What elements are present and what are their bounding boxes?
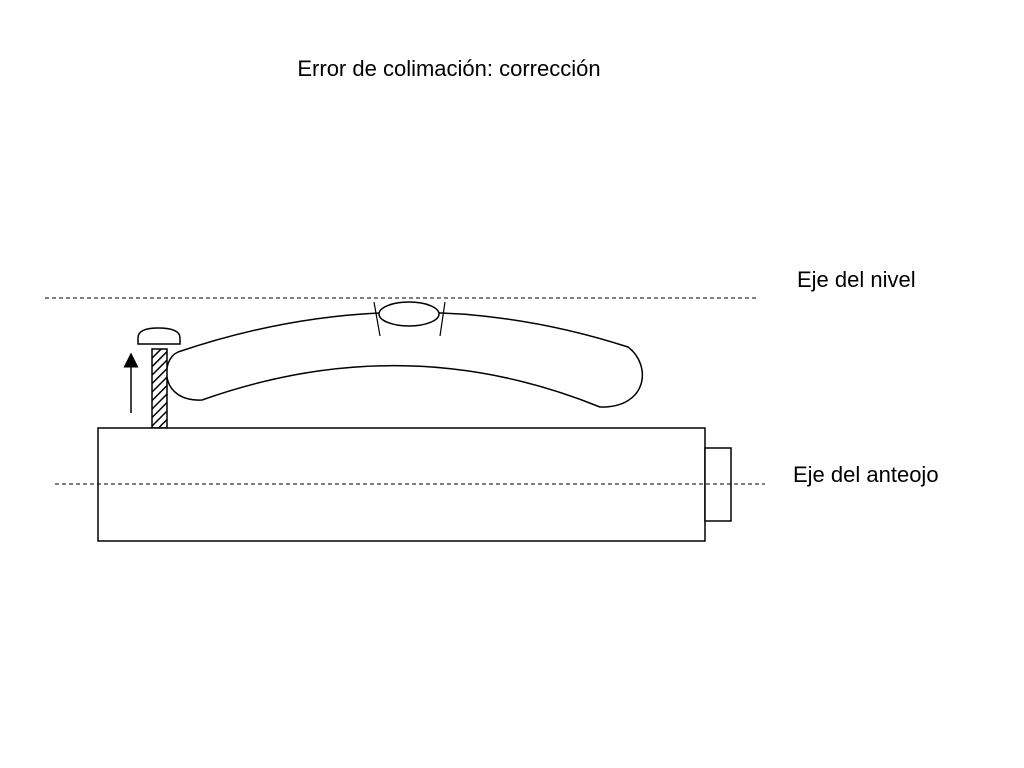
level-axis-label: Eje del nivel: [797, 267, 916, 292]
bubble-mark-left: [373, 301, 381, 337]
screw-head: [137, 327, 181, 345]
bubble-mark-right: [439, 301, 446, 337]
slide-title: Error de colimación: corrección: [297, 56, 601, 81]
telescope-axis-label: Eje del anteojo: [793, 462, 939, 487]
level-bubble: [378, 301, 440, 327]
screw-shaft: [151, 348, 168, 429]
